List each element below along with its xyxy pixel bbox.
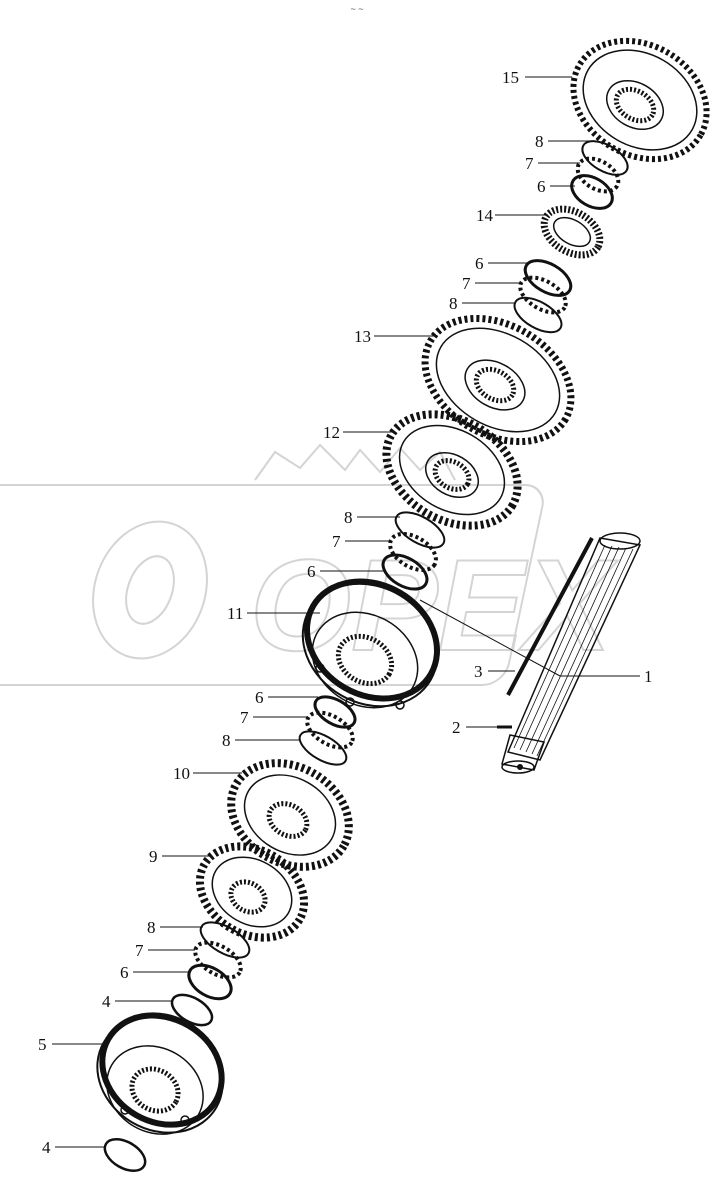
callout-7: 7: [525, 154, 580, 173]
callout-label: 8: [344, 508, 353, 527]
snap-ring-4-upper: [170, 993, 214, 1027]
callout-label: 7: [462, 274, 471, 293]
callout-7: 7: [332, 532, 390, 551]
callout-label: 6: [307, 562, 316, 581]
callout-5: 5: [38, 1035, 102, 1054]
callout-8: 8: [344, 508, 400, 527]
callout-label: 8: [222, 731, 231, 750]
splined-shaft-1: [501, 532, 642, 774]
callout-6: 6: [307, 562, 385, 581]
callout-label: 7: [332, 532, 341, 551]
ring-group-top: [570, 140, 629, 210]
callout-label: 12: [323, 423, 340, 442]
callout-label: 6: [475, 254, 484, 273]
callout-11: 11: [227, 604, 320, 623]
callout-4: 4: [42, 1138, 105, 1157]
callout-1: 1: [419, 599, 653, 686]
callout-label: 7: [240, 708, 249, 727]
synchronizer-5: [96, 1012, 225, 1135]
callout-2: 2: [452, 718, 497, 737]
callout-3: 3: [474, 662, 515, 681]
callout-6: 6: [255, 688, 318, 707]
callout-8: 8: [147, 918, 203, 937]
callout-12: 12: [323, 423, 395, 442]
callout-label: 2: [452, 718, 461, 737]
callout-8: 8: [449, 294, 515, 313]
callout-15: 15: [502, 68, 572, 87]
callout-6: 6: [475, 254, 528, 273]
callout-label: 6: [537, 177, 546, 196]
callout-label: 10: [173, 764, 190, 783]
callout-label: 6: [255, 688, 264, 707]
synchronizer-11: [301, 578, 440, 710]
callout-7: 7: [135, 941, 195, 960]
callout-9: 9: [149, 847, 210, 866]
callout-6: 6: [120, 963, 188, 982]
callout-8: 8: [222, 731, 300, 750]
callout-label: 1: [644, 667, 653, 686]
callout-7: 7: [240, 708, 308, 727]
ring-group-4: [298, 695, 357, 766]
rod-3: [506, 537, 594, 696]
callout-7: 7: [462, 274, 520, 293]
callout-4: 4: [102, 992, 172, 1011]
callout-6: 6: [537, 177, 575, 196]
callout-label: 3: [474, 662, 483, 681]
gear-12: [382, 410, 522, 530]
callout-label: 4: [42, 1138, 51, 1157]
callout-10: 10: [173, 764, 242, 783]
callout-8: 8: [535, 132, 590, 151]
gear-13: [421, 314, 575, 446]
callout-13: 13: [354, 327, 438, 346]
callout-14: 14: [476, 206, 548, 225]
callout-label: 6: [120, 963, 129, 982]
callout-label: 8: [535, 132, 544, 151]
ring-group-5: [187, 921, 251, 1001]
callout-label: 11: [227, 604, 243, 623]
ring-group-2: [513, 259, 573, 334]
callout-label: 5: [38, 1035, 47, 1054]
callout-label: 8: [449, 294, 458, 313]
callout-label: 4: [102, 992, 111, 1011]
gear-9: [195, 842, 309, 942]
callout-label: 14: [476, 206, 494, 225]
gear-10: [227, 759, 353, 871]
gear-15: [570, 37, 710, 163]
callout-label: 15: [502, 68, 519, 87]
needle-bearing-14: [540, 205, 604, 259]
callout-label: 7: [135, 941, 144, 960]
header-mark: ~ ~: [350, 4, 363, 14]
callout-label: 8: [147, 918, 156, 937]
callout-label: 7: [525, 154, 534, 173]
callout-label: 9: [149, 847, 158, 866]
snap-ring-4-lower: [103, 1138, 147, 1172]
callout-label: 13: [354, 327, 371, 346]
